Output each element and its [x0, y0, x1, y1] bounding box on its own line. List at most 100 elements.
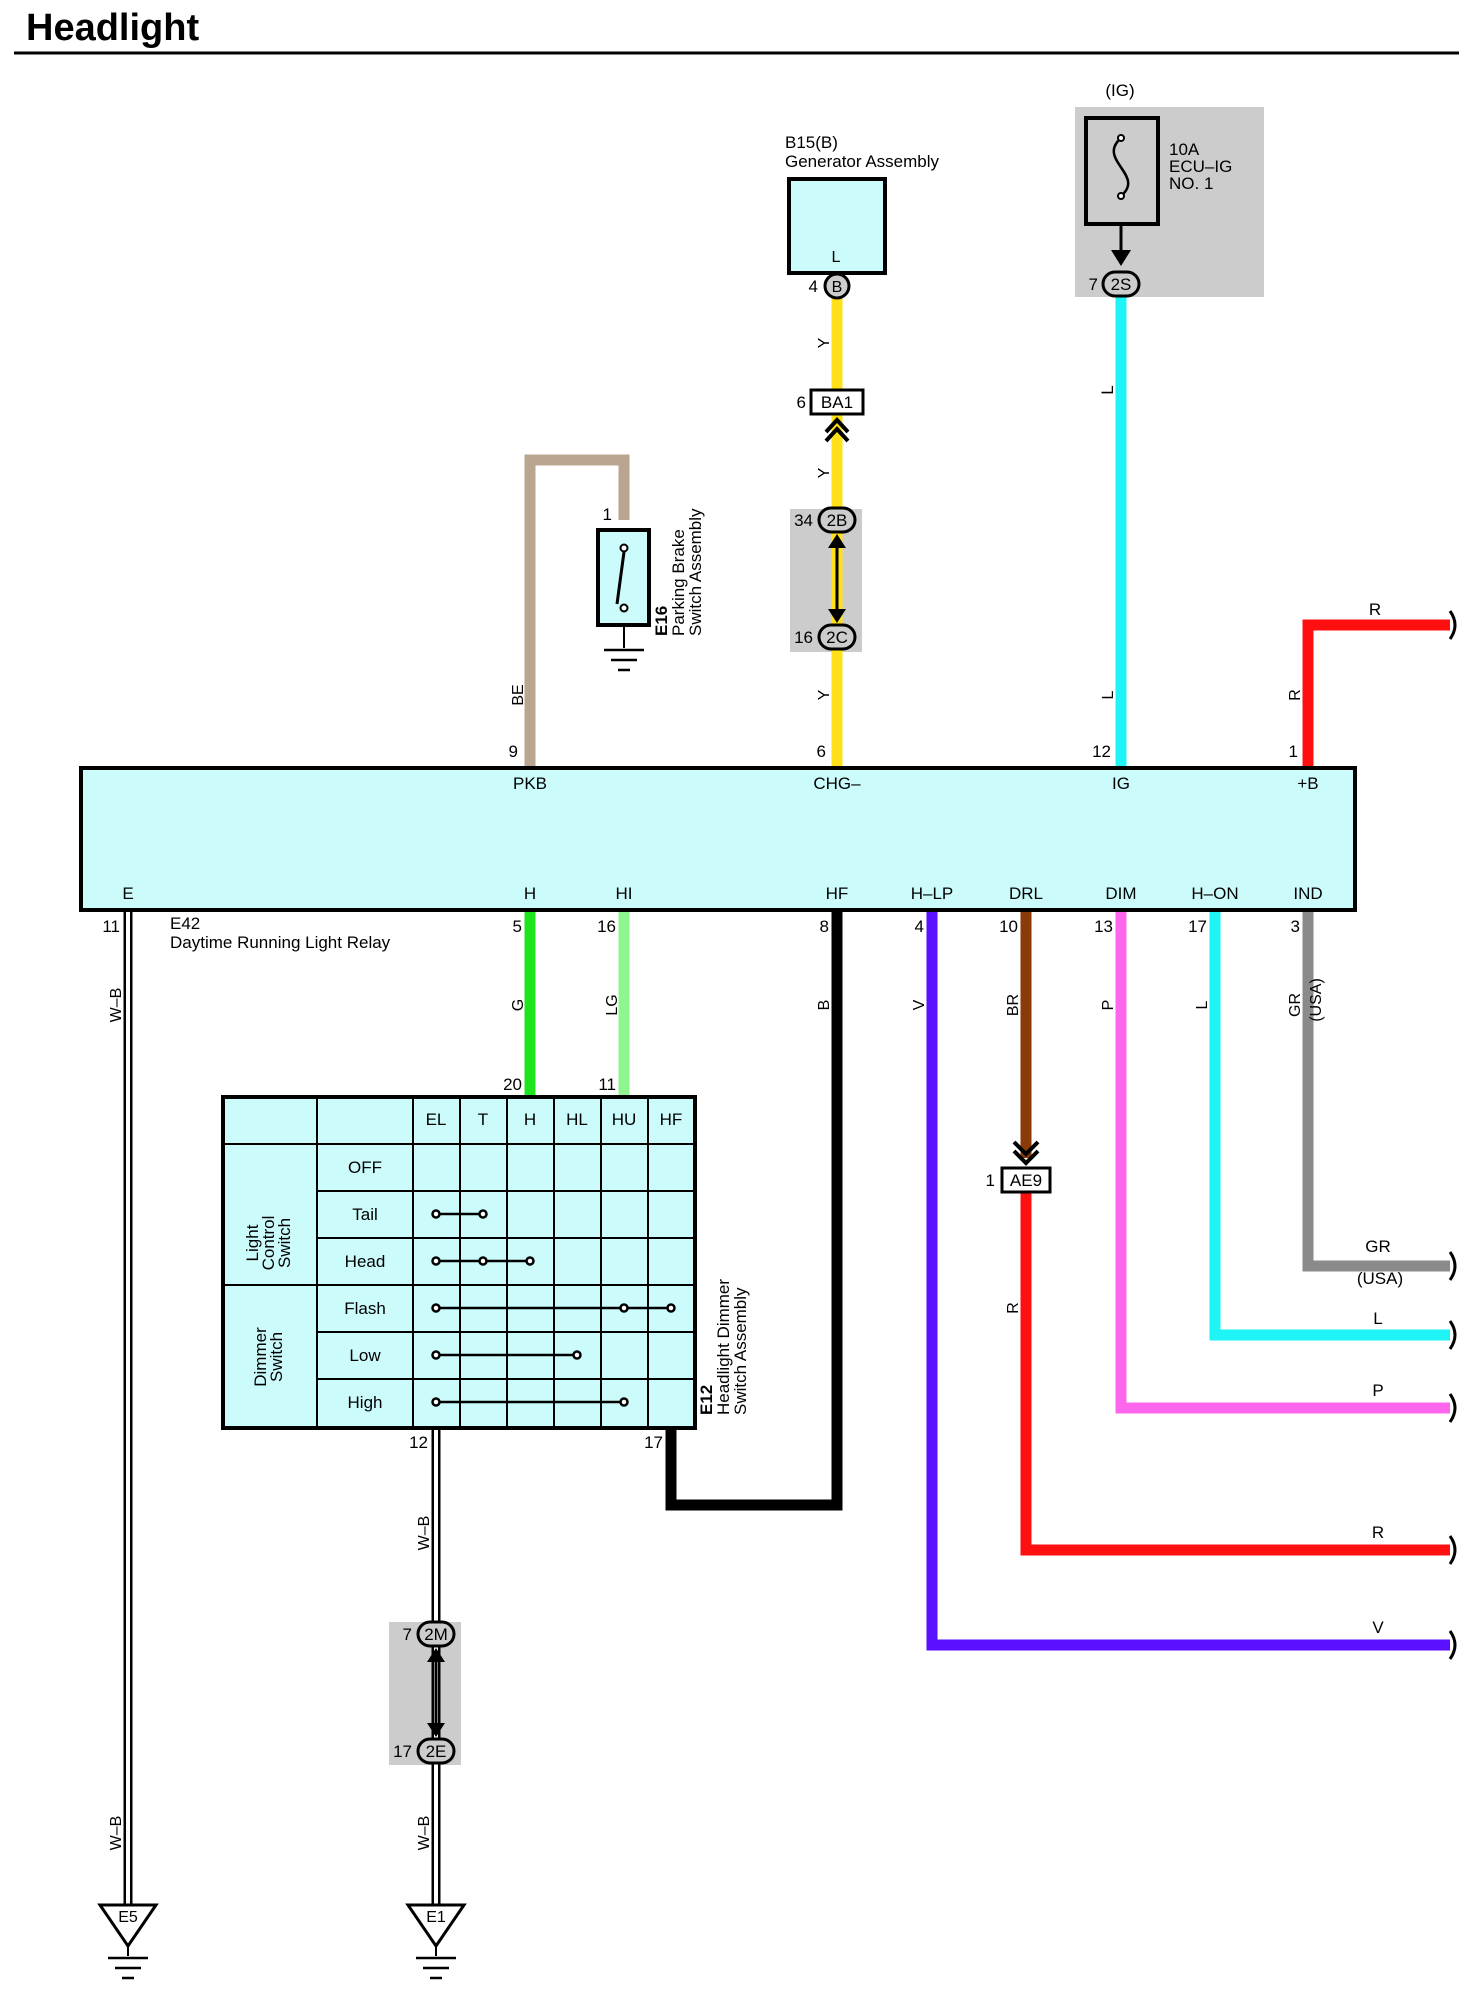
wire-label-wb-e5: W–B [108, 1816, 125, 1851]
parking-brake-name-1: Parking Brake [669, 529, 688, 636]
wire-label-g: G [510, 999, 527, 1011]
relay-label-dim: DIM [1105, 884, 1136, 903]
svg-text:E5: E5 [118, 1909, 138, 1926]
connector-2m: 2M 7 [403, 1620, 456, 1648]
relay-pin-ig: 12 [1092, 742, 1111, 761]
ground-e5: E5 [97, 1903, 159, 1980]
dimmer-col-hu: HU [612, 1110, 637, 1129]
generator: B15(B) Generator Assembly L [785, 133, 940, 275]
generator-code: B15(B) [785, 133, 838, 152]
dimmer-col-h: H [524, 1110, 536, 1129]
wire-l-hon [1209, 908, 1450, 1341]
output-label-l: L [1373, 1309, 1382, 1328]
connector-2m-2e-link [427, 1648, 445, 1737]
dimmer-row-tail: Tail [352, 1205, 378, 1224]
dimmer-row-off: OFF [348, 1158, 382, 1177]
dimmer-col-t: T [478, 1110, 488, 1129]
svg-text:2B: 2B [827, 511, 848, 530]
relay-pin-hon: 17 [1188, 917, 1207, 936]
wire-label-l-upper: L [1098, 385, 1117, 394]
dimmer-row-high: High [348, 1393, 383, 1412]
connector-ae9: AE9 1 [986, 1140, 1052, 1194]
generator-terminal: L [832, 249, 841, 266]
generator-name: Generator Assembly [785, 152, 940, 171]
wire-label-gr: GR [1287, 993, 1304, 1017]
output-label-gr: GR [1365, 1237, 1391, 1256]
wire-label-l-ig: L [1100, 690, 1117, 699]
relay-label-e: E [122, 884, 133, 903]
connector-ae9-pin: 1 [986, 1171, 995, 1190]
relay-pin-hf: 8 [820, 917, 829, 936]
relay-label-hi: HI [616, 884, 633, 903]
relay-label-hon: H–ON [1191, 884, 1238, 903]
dimmer-pin-hu: 11 [598, 1075, 616, 1094]
wire-be [524, 454, 630, 770]
connector-2e: 2E 17 [393, 1737, 456, 1765]
wire-r-plusb [1302, 619, 1450, 770]
wire-label-p: P [1100, 1000, 1117, 1011]
wire-label-be: BE [510, 684, 527, 705]
ground-e1: E1 [405, 1903, 467, 1980]
connector-ba1-pin: 6 [797, 393, 806, 412]
svg-text:AE9: AE9 [1010, 1171, 1042, 1190]
wire-r-drl [1020, 1190, 1450, 1556]
parking-brake-switch: 1 E16 Parking Brake Switch Assembly [596, 505, 705, 672]
connector-b: B 4 [809, 272, 851, 300]
relay-label-ind: IND [1293, 884, 1322, 903]
relay-label-drl: DRL [1009, 884, 1043, 903]
connector-2e-pin: 17 [393, 1742, 412, 1761]
parking-brake-pin: 1 [603, 505, 612, 524]
relay-pin-plusb: 1 [1289, 742, 1298, 761]
wire-label-v: V [911, 999, 928, 1010]
output-label-r: R [1372, 1523, 1384, 1542]
dimmer-row-flash: Flash [344, 1299, 386, 1318]
relay-pin-e: 11 [102, 917, 120, 936]
wire-label-b: B [816, 1000, 833, 1011]
connector-2m-pin: 7 [403, 1625, 412, 1644]
relay-pin-hi: 16 [597, 917, 616, 936]
parking-brake-name-2: Switch Assembly [686, 508, 705, 636]
relay-pin-pkb: 9 [509, 742, 518, 761]
fuse-name-1: ECU–IG [1169, 157, 1232, 176]
relay-pin-ind: 3 [1291, 917, 1300, 936]
group1-line3: Switch [275, 1218, 294, 1268]
relay-pin-drl: 10 [999, 917, 1018, 936]
dimmer-pin-ground: 12 [409, 1433, 428, 1452]
relay-label-hlp: H–LP [911, 884, 954, 903]
output-label-p: P [1372, 1381, 1383, 1400]
fuse-supply: (IG) [1105, 81, 1134, 100]
relay-pin-chg: 6 [817, 742, 826, 761]
dimmer-col-hf: HF [660, 1110, 683, 1129]
wire-label-r-drl: R [1005, 1302, 1022, 1314]
dimmer-pin-hf: 17 [644, 1433, 663, 1452]
relay-label-pkb: PKB [513, 774, 547, 793]
headlight-dimmer-switch: EL T H HL HU HF OFF Tail Head Flash Low … [221, 1095, 750, 1430]
wire-b [665, 908, 843, 1511]
dimmer-code: E12 [697, 1385, 716, 1415]
group2-line1: Dimmer [251, 1327, 270, 1387]
svg-text:2M: 2M [424, 1625, 448, 1644]
svg-text:2S: 2S [1111, 275, 1132, 294]
relay-pin-dim: 13 [1094, 917, 1113, 936]
wire-label-gr-usa: (USA) [1308, 978, 1325, 1022]
output-break-marks [1448, 610, 1457, 1660]
wire-label-wb-e: W–B [108, 988, 125, 1023]
svg-text:BA1: BA1 [821, 393, 853, 412]
dimmer-name-1: Headlight Dimmer [714, 1279, 733, 1415]
relay-label-plusb: +B [1297, 774, 1318, 793]
wire-label-r-plusb: R [1287, 689, 1304, 701]
wire-p [1115, 908, 1450, 1414]
output-label-gr-usa: (USA) [1357, 1269, 1403, 1288]
dimmer-row-head: Head [345, 1252, 386, 1271]
connector-b-pin: 4 [809, 277, 818, 296]
connector-2b-2c-link [828, 534, 846, 623]
output-label-r-top: R [1369, 600, 1381, 619]
svg-text:2C: 2C [826, 628, 848, 647]
dimmer-row-low: Low [349, 1346, 381, 1365]
wire-label-wb-e1: W–B [416, 1816, 433, 1851]
fuse: (IG) 10A ECU–IG NO. 1 [1084, 81, 1232, 266]
wire-label-y-3: Y [816, 689, 833, 700]
fuse-name-2: NO. 1 [1169, 174, 1213, 193]
svg-text:B: B [832, 279, 843, 296]
relay-label-hf: HF [826, 884, 849, 903]
